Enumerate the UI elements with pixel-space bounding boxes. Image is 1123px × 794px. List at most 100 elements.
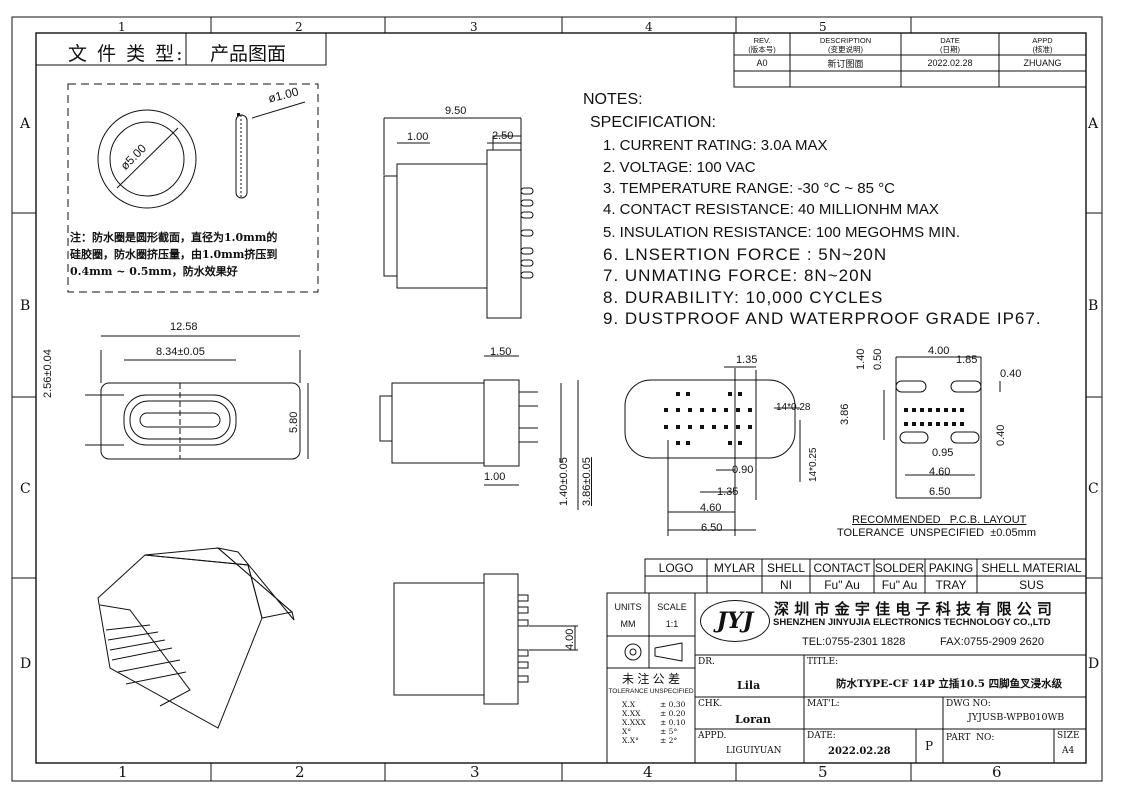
- note-item-4: 4. CONTACT RESISTANCE: 40 MILLIONHM MAX: [603, 201, 939, 218]
- mat-value-shell-material: SUS: [1019, 577, 1044, 592]
- tol-row-2-key: X.XX: [622, 709, 641, 718]
- description-header: DESCRIPTION(变更说明): [790, 34, 901, 55]
- appd-header-cn: (核准): [1032, 44, 1053, 54]
- zone-letter-d: D: [20, 656, 32, 672]
- scale-value: 1:1: [665, 619, 679, 629]
- seal-note-line-1: 注：防水圈是圆形截面，直径为1.0mm的: [70, 231, 278, 244]
- mat-value-solder: Fu" Au: [881, 577, 918, 592]
- date-header: DATE(日期): [901, 34, 999, 55]
- pcb-caption-line-2: TOLERANCE UNSPECIFIED ±0.05mm: [837, 527, 1036, 539]
- company-tel: TEL:0755-2301 1828: [802, 636, 906, 648]
- seal-note-line-3: 0.4mm ~ 0.5mm，防水效果好: [70, 265, 238, 278]
- mat-header-shell-material: SHELL MATERIAL: [981, 560, 1082, 575]
- tol-row-4-val: ± 5°: [660, 727, 678, 736]
- dr-value: Lila: [737, 679, 761, 692]
- inner-border: [35, 32, 1087, 764]
- zone-number-3-bottom: 3: [470, 763, 480, 781]
- appd-label: APPD.: [698, 731, 727, 741]
- chk-label: CHK.: [698, 699, 723, 709]
- file-type-label: 文 件 类 型:: [68, 43, 185, 65]
- tol-row-5-key: X.X°: [622, 736, 639, 745]
- note-item-6: 6. LNSERTION FORCE : 5N~20N: [603, 245, 888, 264]
- description-value: 新订图面: [827, 58, 864, 69]
- dim-pcb-185: 1.85: [956, 354, 978, 366]
- zone-letter-c: C: [20, 481, 31, 497]
- tol-row-3-key: X.XXX: [622, 718, 646, 727]
- dim-btm-14x028: 14*0.28: [776, 402, 811, 413]
- company-name-en: SHENZHEN JINYUJIA ELECTRONICS TECHNOLOGY…: [773, 617, 1051, 628]
- note-item-7: 7. UNMATING FORCE: 8N~20N: [603, 266, 873, 285]
- note-item-3: 3. TEMPERATURE RANGE: -30 °C ~ 85 °C: [603, 180, 895, 197]
- company-logo-text: JYJ: [716, 608, 754, 634]
- tol-row-5-val: ± 2°: [660, 736, 678, 745]
- notes-title: NOTES:: [583, 91, 643, 108]
- dim-btm-090: 0.90: [732, 464, 754, 476]
- dim-btm-460: 4.60: [700, 502, 722, 514]
- tol-row-3-val: ± 0.10: [660, 718, 686, 727]
- file-type-value: 产品图面: [210, 43, 287, 65]
- dim-top-950: 9.50: [445, 105, 467, 117]
- zone-letter-b: B: [20, 298, 31, 314]
- title-label: TITLE:: [807, 657, 839, 667]
- size-label: SIZE: [1057, 731, 1080, 741]
- dim-side-140: 1.40±0.05: [558, 457, 570, 506]
- seal-note-line-2: 硅胶圈，防水圈挤压量，由1.0mm挤压到: [70, 248, 278, 261]
- note-item-8: 8. DURABILITY: 10,000 CYCLES: [603, 288, 884, 307]
- mat-header-logo: LOGO: [658, 560, 694, 575]
- size-value: A4: [1062, 746, 1075, 756]
- dim-btm-14x025: 14*0.25: [808, 447, 819, 482]
- dim-pcb-050: 0.50: [872, 348, 884, 370]
- zone-number-1: 1: [118, 20, 126, 34]
- tolerance-title: 未 注 公 差: [621, 671, 680, 686]
- title-value: 防水TYPE-CF 14P 立插10.5 四脚鱼叉浸水级: [836, 678, 1063, 690]
- date-value-block: 2022.02.28: [828, 746, 891, 757]
- part-no-label: PART NO:: [946, 733, 995, 743]
- dim-pcb-650: 6.50: [929, 486, 951, 498]
- outer-border: [11, 16, 1103, 782]
- projection-symbol-icon: [620, 640, 688, 664]
- dim-pcb-400: 4.00: [928, 345, 950, 357]
- date-label: DATE:: [807, 731, 836, 741]
- appd-header-en: APPD: [1032, 35, 1053, 45]
- units-value: MM: [620, 619, 636, 629]
- dim-btm-135: 1.35: [736, 354, 758, 366]
- note-item-1: 1. CURRENT RATING: 3.0A MAX: [603, 137, 828, 154]
- dim-side-386: 3.86±0.05: [581, 457, 593, 506]
- note-item-5: 5. INSULATION RESISTANCE: 100 MEGOHMS MI…: [603, 224, 961, 241]
- dim-pcb-386: 3.86: [839, 403, 851, 425]
- dim-pcb-040a: 0.40: [1000, 368, 1022, 380]
- note-item-9: 9. DUSTPROOF AND WATERPROOF GRADE IP67.: [603, 309, 1042, 328]
- dim-btm-135b: 1.35: [717, 486, 739, 498]
- pcb-caption-line-1: RECOMMENDED P.C.B. LAYOUT: [852, 514, 1027, 526]
- note-item-2: 2. VOLTAGE: 100 VAC: [603, 159, 756, 176]
- rev-header-en: REV.: [753, 35, 771, 45]
- page-label: P: [925, 739, 934, 753]
- appd-value: LIGUIYUAN: [726, 746, 782, 756]
- dim-pcb-095: 0.95: [932, 447, 954, 459]
- dim-front-580: 5.80: [288, 411, 300, 433]
- dim-top-250: 2.50: [492, 130, 514, 142]
- appd-value: ZHUANG: [1023, 58, 1062, 68]
- zone-number-5-bottom: 5: [818, 763, 828, 781]
- dim-btm-650: 6.50: [701, 522, 723, 534]
- mat-value-contact: Fu" Au: [824, 577, 860, 592]
- zone-letter-b-right: B: [1088, 298, 1099, 314]
- date-header-en: DATE: [940, 35, 960, 45]
- tol-row-4-key: X°: [622, 727, 632, 736]
- zone-letter-a-right: A: [1088, 116, 1099, 132]
- dim-top-100: 1.00: [407, 131, 429, 143]
- date-header-cn: (日期): [940, 44, 960, 54]
- date-value: 2022.02.28: [927, 58, 973, 68]
- units-label: UNITS: [614, 602, 642, 612]
- dim-side-150: 1.50: [490, 346, 512, 358]
- zone-number-4-bottom: 4: [643, 763, 653, 781]
- dim-iso-400: 4.00: [564, 628, 576, 650]
- dwg-value: JYJUSB-WPB010WB: [968, 712, 1065, 723]
- mat-header-shell: SHELL: [766, 560, 806, 575]
- zone-number-5: 5: [819, 20, 827, 34]
- rev-header-cn: (版本号): [748, 44, 776, 54]
- company-logo: JYJ: [700, 600, 770, 642]
- zone-letter-a: A: [20, 116, 31, 132]
- mat-header-paking: PAKING: [928, 560, 974, 575]
